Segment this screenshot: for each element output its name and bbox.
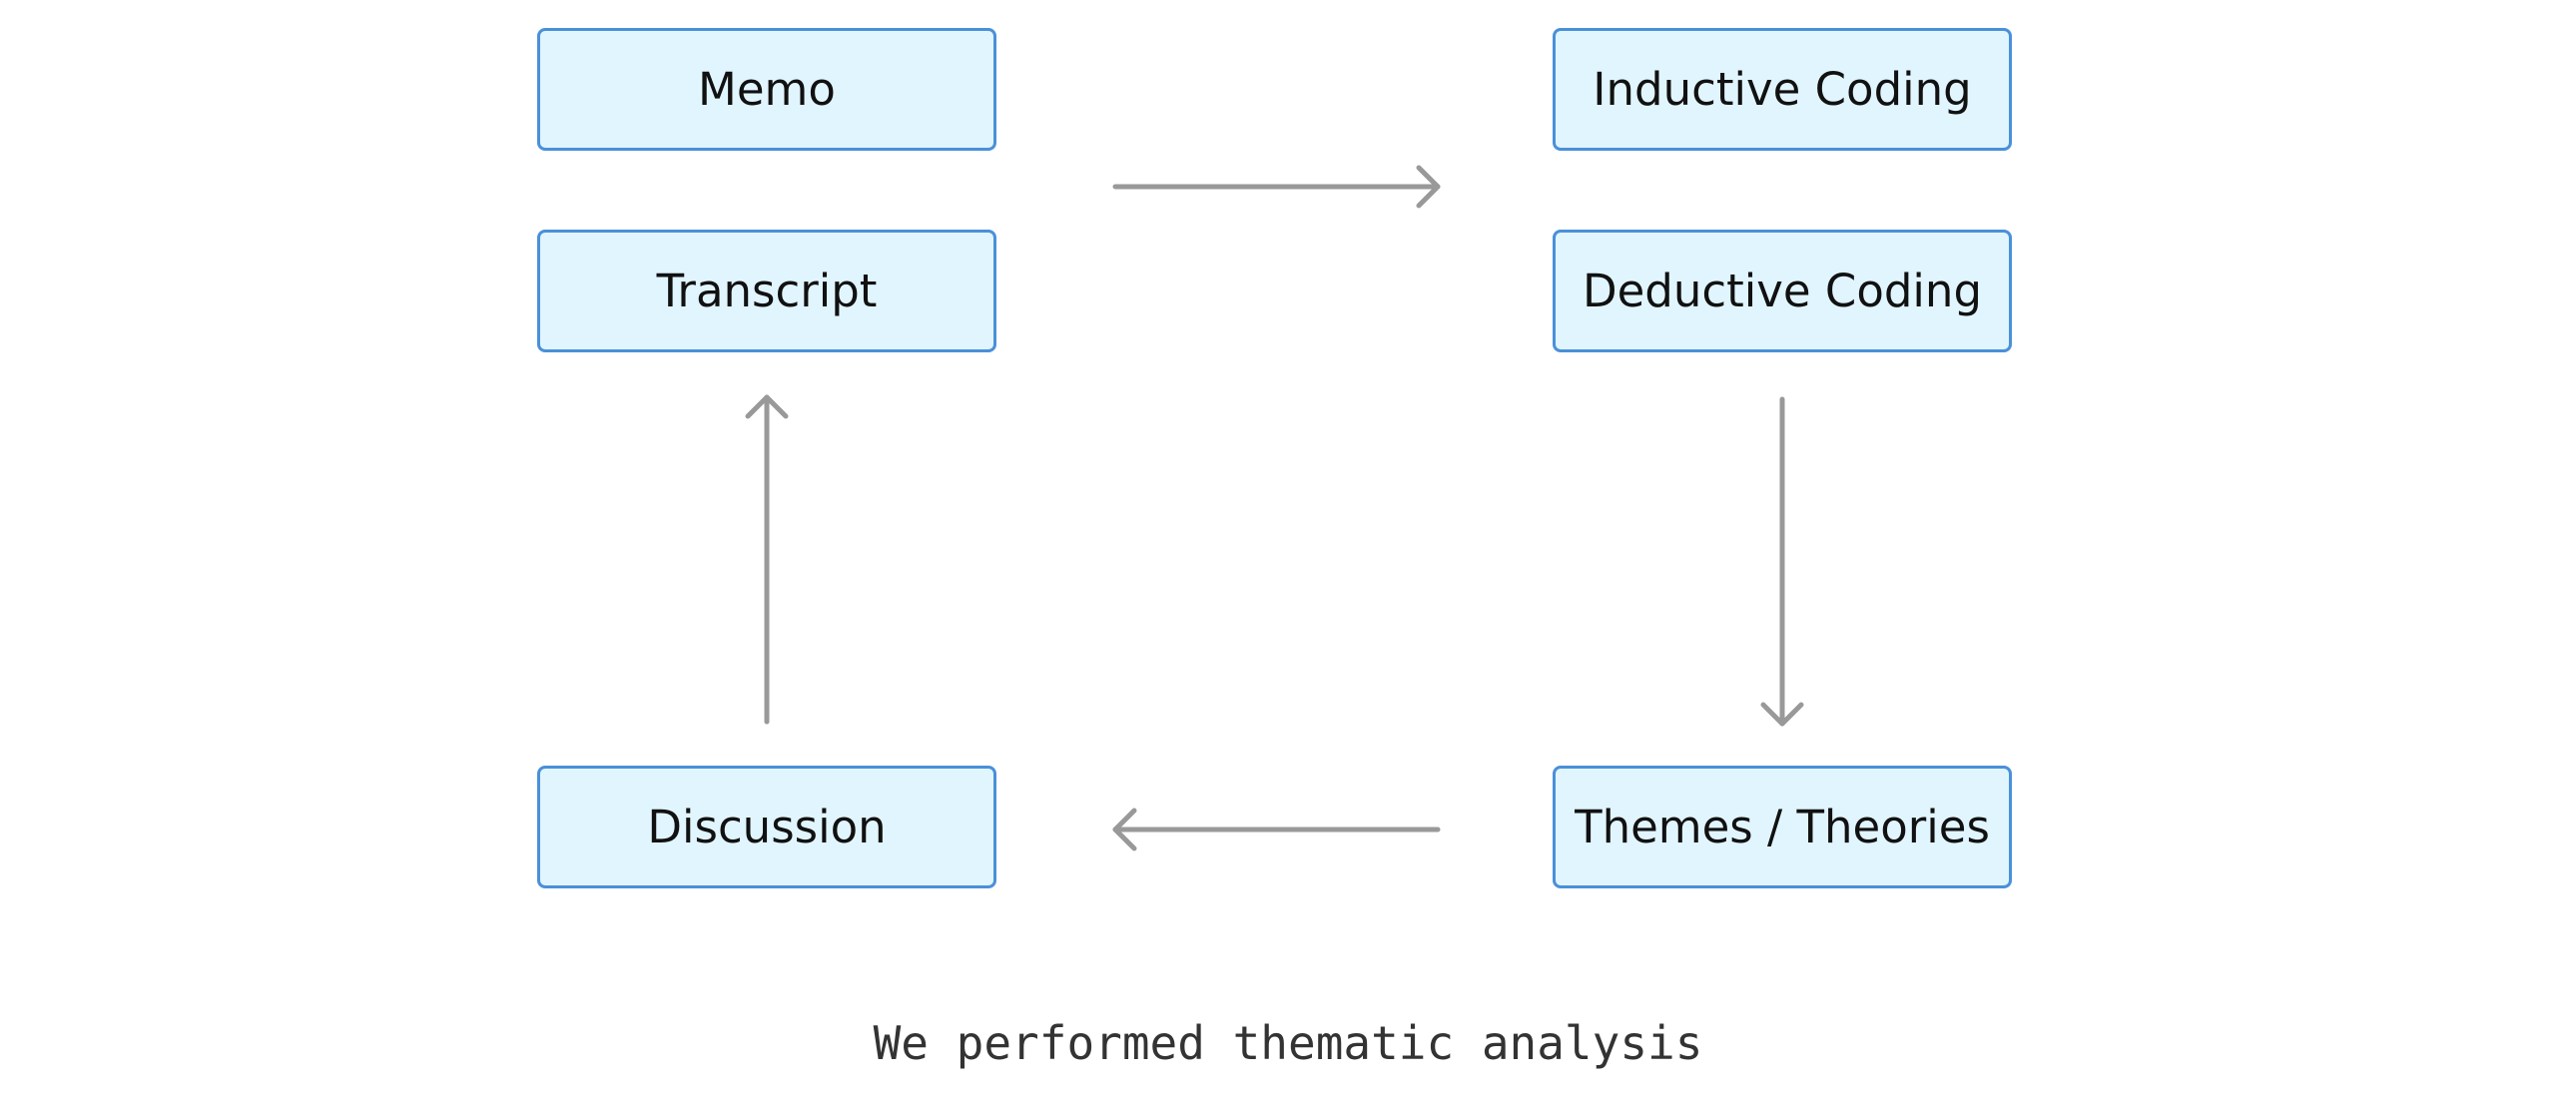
- inductive-coding-node: Inductive Coding: [1553, 28, 2012, 151]
- arrow-down-icon: [1760, 396, 1804, 727]
- transcript-node: Transcript: [537, 230, 996, 352]
- arrow-right-icon: [1112, 165, 1441, 209]
- arrow-up-icon: [745, 394, 789, 725]
- arrow-left-icon: [1112, 808, 1441, 851]
- inductive-coding-label: Inductive Coding: [1593, 63, 1972, 116]
- memo-node: Memo: [537, 28, 996, 151]
- memo-label: Memo: [698, 63, 836, 116]
- deductive-coding-label: Deductive Coding: [1582, 265, 1983, 317]
- discussion-node: Discussion: [537, 766, 996, 888]
- themes-theories-node: Themes / Theories: [1553, 766, 2012, 888]
- deductive-coding-node: Deductive Coding: [1553, 230, 2012, 352]
- discussion-label: Discussion: [647, 801, 887, 853]
- transcript-label: Transcript: [656, 265, 878, 317]
- themes-theories-label: Themes / Theories: [1575, 801, 1990, 853]
- diagram-caption: We performed thematic analysis: [873, 1016, 1703, 1070]
